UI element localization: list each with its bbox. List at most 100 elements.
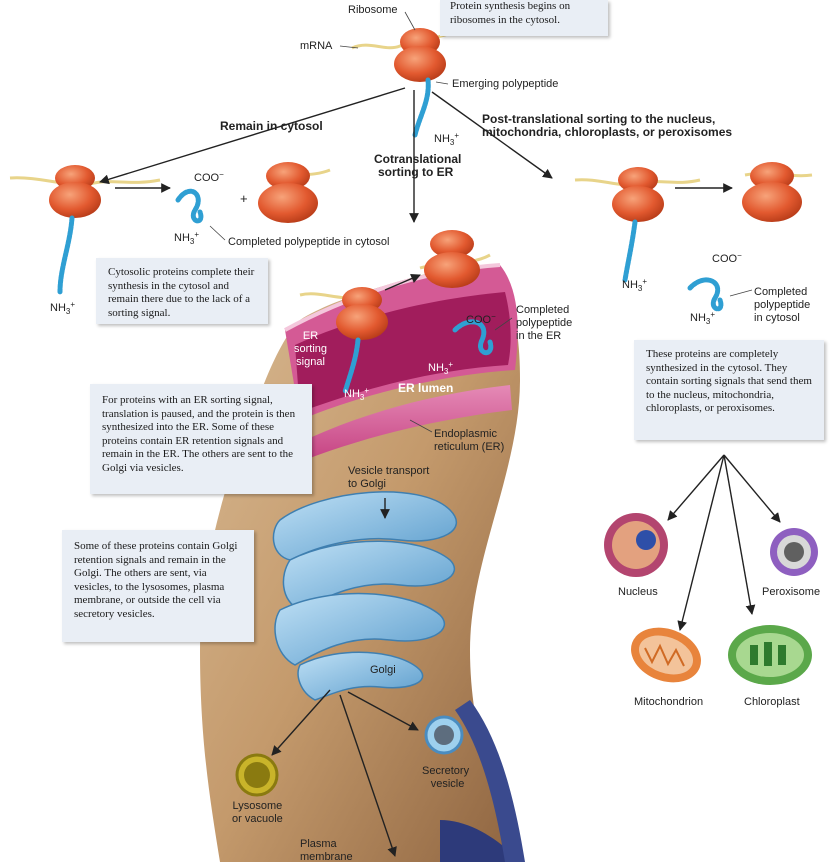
- label-lysosome: Lysosome or vacuole: [232, 800, 283, 826]
- label-completed-er: Completed polypeptide in the ER: [516, 304, 572, 343]
- nh3-sub: 3: [705, 317, 711, 326]
- label-emerging-polypeptide: Emerging polypeptide: [452, 78, 559, 90]
- nh3-text: NH: [344, 388, 360, 400]
- label-golgi: Golgi: [370, 664, 396, 676]
- label-nucleus: Nucleus: [618, 586, 658, 598]
- box-right: These proteins are completely synthesize…: [634, 340, 824, 440]
- plasma-line1: Plasma: [300, 838, 337, 850]
- nh3-sub: 3: [449, 138, 455, 147]
- label-nh3-right-left: NH3+: [622, 275, 647, 295]
- coo-text: COO: [712, 253, 738, 265]
- completed-er-line1: Completed: [516, 304, 570, 316]
- nh3-sup: +: [454, 131, 460, 140]
- label-completed-right: Completed polypeptide in cytosol: [754, 286, 810, 325]
- label-mrna: mRNA: [300, 40, 333, 52]
- label-nh3-right: NH3+: [690, 308, 715, 328]
- box-er-signal: For proteins with an ER sorting signal, …: [90, 384, 312, 494]
- box-golgi: Some of these proteins contain Golgi ret…: [62, 530, 254, 642]
- label-er-sorting-signal: ER sorting signal: [294, 330, 327, 369]
- er-sorting-line3: signal: [296, 356, 325, 368]
- er-sorting-line1: ER: [302, 330, 319, 342]
- nh3-text: NH: [434, 133, 450, 145]
- secretory-vesicle: [424, 715, 464, 755]
- label-coo-er: COO−: [466, 310, 496, 327]
- nh3-text: NH: [690, 312, 706, 324]
- label-cotranslational-line1: Cotranslational: [374, 152, 462, 166]
- lysosome-line1: Lysosome: [232, 800, 283, 812]
- vesicle-transport-line2: to Golgi: [348, 478, 386, 490]
- label-chloroplast: Chloroplast: [744, 696, 800, 708]
- golgi-apparatus: [272, 491, 457, 701]
- label-cotranslational: Cotranslational sorting to ER: [374, 153, 461, 179]
- label-remain-in-cytosol: Remain in cytosol: [220, 119, 323, 133]
- lysosome-line2: or vacuole: [232, 813, 283, 825]
- nh3-sup: +: [364, 386, 370, 395]
- label-post-translational-line1: Post-translational sorting to the nucleu…: [482, 112, 716, 126]
- chloroplast-graphic: [728, 625, 812, 685]
- label-completed-cytosol: Completed polypeptide in cytosol: [228, 236, 390, 248]
- label-plasma-membrane: Plasma membrane: [300, 838, 353, 862]
- lysosome: [235, 753, 279, 797]
- box-golgi-text: Some of these proteins contain Golgi ret…: [74, 540, 238, 620]
- label-nh3-far-left: NH3+: [50, 298, 75, 318]
- label-coo-right: COO−: [712, 249, 742, 266]
- label-mitochondrion: Mitochondrion: [634, 696, 704, 708]
- secretory-line1: Secretory: [422, 765, 470, 777]
- ribosomes: [49, 28, 802, 340]
- box-protein-synthesis-text: Protein synthesis begins on ribosomes in…: [450, 0, 571, 26]
- nh3-text: NH: [174, 232, 190, 244]
- secretory-line2: vesicle: [430, 778, 465, 790]
- label-endoplasmic-reticulum: Endoplasmic reticulum (ER): [434, 428, 504, 454]
- label-nh3-er-left: NH3+: [344, 384, 369, 404]
- plasma-line2: membrane: [300, 851, 353, 862]
- box-cytosolic-text: Cytosolic proteins complete their synthe…: [108, 266, 255, 319]
- nh3-sub: 3: [189, 237, 195, 246]
- label-peroxisome: Peroxisome: [762, 586, 821, 598]
- nh3-sub: 3: [443, 367, 449, 376]
- peroxisome-graphic: [770, 528, 818, 576]
- completed-right-line3: in cytosol: [754, 312, 800, 324]
- nucleus-graphic: [604, 513, 668, 577]
- er-sorting-line2: sorting: [294, 343, 328, 355]
- label-coo-left: COO−: [194, 168, 224, 185]
- completed-right-line1: Completed: [754, 286, 808, 298]
- label-post-translational: Post-translational sorting to the nucleu…: [482, 113, 732, 139]
- box-er-signal-text: For proteins with an ER sorting signal, …: [102, 394, 296, 474]
- nh3-text: NH: [622, 279, 638, 291]
- label-secretory-vesicle: Secretory vesicle: [422, 765, 469, 791]
- label-ribosome: Ribosome: [348, 4, 398, 16]
- box-right-text: These proteins are completely synthesize…: [646, 348, 812, 414]
- coo-sup: −: [219, 170, 224, 179]
- leader-lines: [209, 11, 753, 433]
- nh3-sup: +: [642, 277, 648, 286]
- completed-er-line3: in the ER: [516, 330, 562, 342]
- nh3-sub: 3: [637, 284, 643, 293]
- completed-right-line2: polypeptide: [754, 299, 811, 311]
- coo-text: COO: [194, 172, 220, 184]
- er-line1: Endoplasmic: [434, 428, 497, 440]
- label-nh3-left-mid: NH3+: [174, 228, 199, 248]
- label-post-translational-line2: mitochondria, chloroplasts, or peroxisom…: [482, 125, 733, 139]
- vesicle-transport-line1: Vesicle transport: [348, 465, 430, 477]
- completed-er-line2: polypeptide: [516, 317, 573, 329]
- box-cytosolic: Cytosolic proteins complete their synthe…: [96, 258, 268, 324]
- nh3-sub: 3: [359, 393, 365, 402]
- label-plus: +: [240, 191, 248, 206]
- coo-sup: −: [737, 251, 742, 260]
- polypeptide-chains: [57, 77, 724, 395]
- arrows: [99, 87, 781, 857]
- coo-sup: −: [491, 312, 496, 321]
- nh3-text: NH: [428, 362, 444, 374]
- label-nh3-er-right: NH3+: [428, 358, 453, 378]
- nh3-sup: +: [710, 310, 716, 319]
- er-line2: reticulum (ER): [434, 441, 505, 453]
- nh3-sup: +: [448, 360, 454, 369]
- label-er-lumen: ER lumen: [398, 381, 454, 395]
- coo-text: COO: [466, 314, 492, 326]
- nh3-sup: +: [194, 230, 200, 239]
- nh3-sup: +: [70, 300, 76, 309]
- label-vesicle-transport: Vesicle transport to Golgi: [348, 465, 429, 491]
- nh3-sub: 3: [65, 307, 71, 316]
